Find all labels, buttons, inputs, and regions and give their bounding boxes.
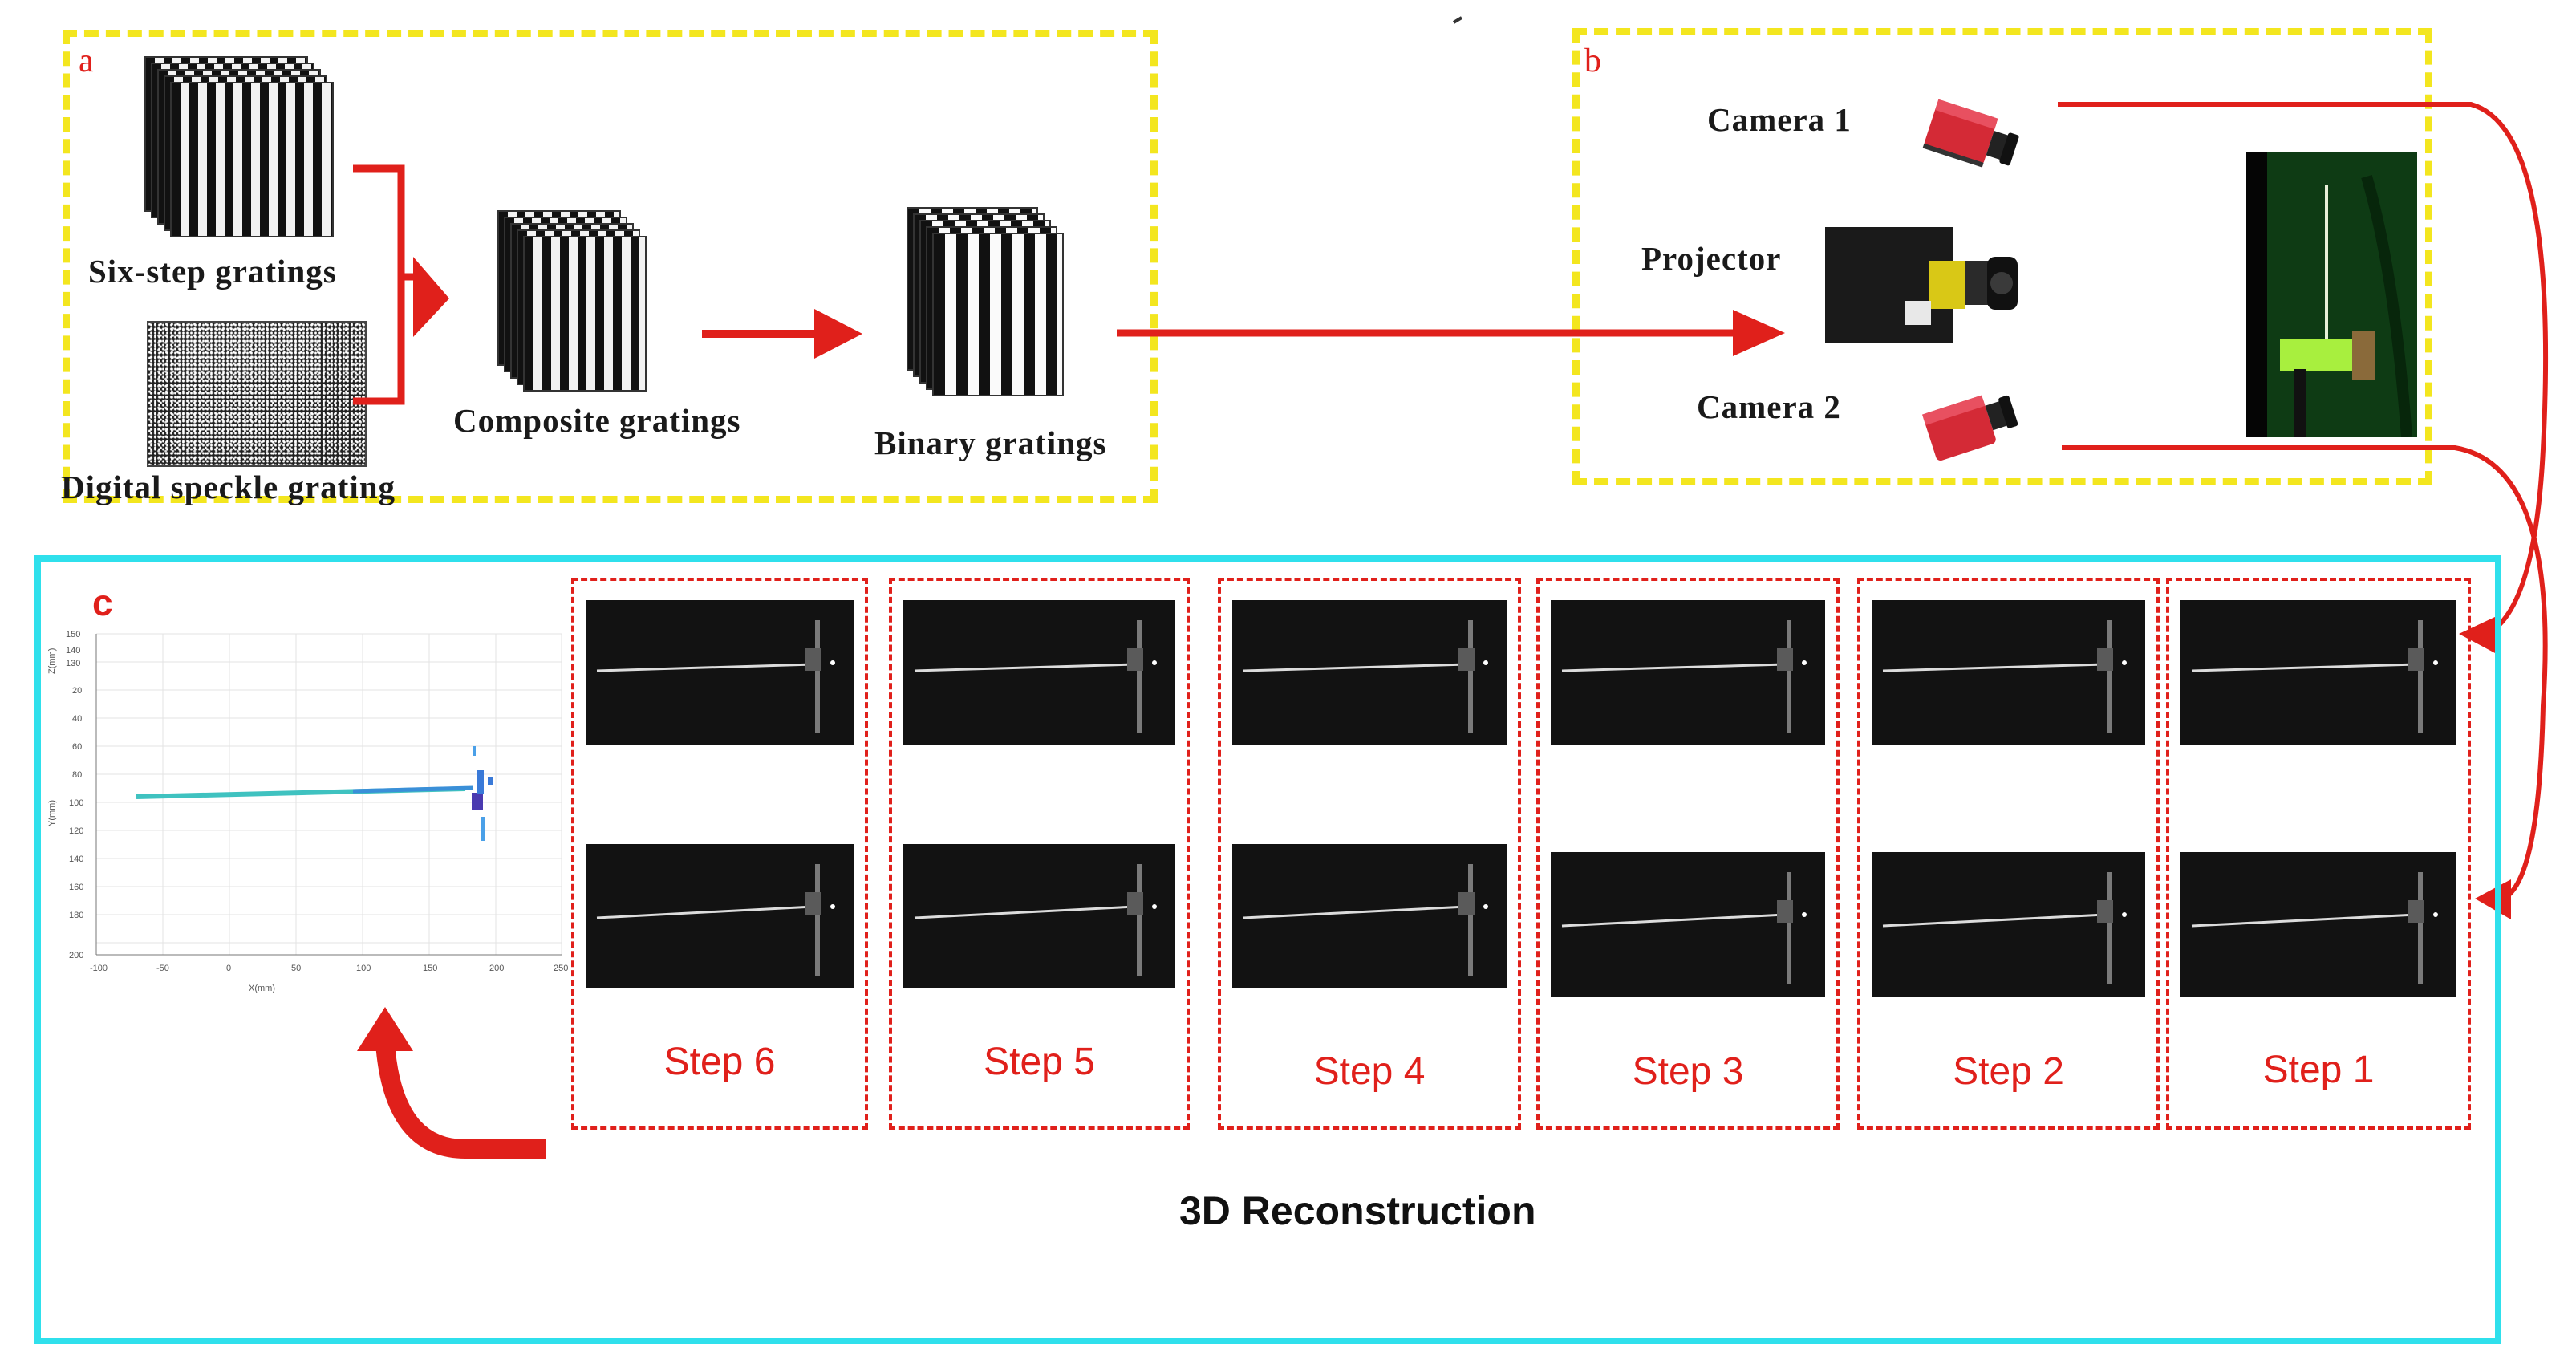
- bracket-arrow-head: [413, 257, 449, 337]
- reconstruction-plot: 150 140 130 20 40 60 80 100 120 140 160 …: [47, 626, 574, 1003]
- panel-b-letter: b: [1584, 43, 1601, 79]
- y-tick: 20: [72, 686, 82, 696]
- x-tick: 250: [554, 964, 568, 973]
- x-tick: 50: [291, 964, 301, 973]
- step-label: Step 2: [1953, 1050, 2064, 1093]
- camera2-frame: [1551, 852, 1825, 997]
- x-tick: 150: [423, 964, 437, 973]
- y-tick: 100: [69, 798, 83, 808]
- step-label: Step 3: [1632, 1050, 1744, 1093]
- y-tick: 130: [66, 659, 80, 668]
- camera1-label: Camera 1: [1707, 101, 1852, 138]
- x-tick: 100: [356, 964, 371, 973]
- binary-gratings-stack: [907, 207, 1083, 416]
- z-axis-label: Z(mm): [48, 648, 57, 674]
- step-box: [889, 578, 1190, 1130]
- y-tick: 40: [72, 714, 82, 724]
- y-tick: 180: [69, 911, 83, 920]
- to-projector-arrow-head: [1733, 310, 1785, 356]
- composite-gratings-label: Composite gratings: [453, 402, 741, 439]
- camera2-label: Camera 2: [1697, 388, 1841, 425]
- y-tick: 140: [69, 854, 83, 864]
- step-label: Step 1: [2262, 1049, 2375, 1091]
- x-tick: -50: [156, 964, 169, 973]
- step-box: [2166, 578, 2471, 1130]
- camera1-frame: [1872, 600, 2145, 745]
- step-label: Step 4: [1313, 1050, 1426, 1093]
- y-tick: 150: [66, 630, 80, 639]
- step-box: [1218, 578, 1521, 1130]
- composite-gratings-stack: [497, 210, 658, 403]
- y-tick: 160: [69, 883, 83, 892]
- y-tick: 80: [72, 770, 82, 780]
- binary-gratings-label: Binary gratings: [874, 424, 1107, 461]
- camera1-frame: [1551, 600, 1825, 745]
- step-box: [1536, 578, 1840, 1130]
- x-tick: 0: [226, 964, 231, 973]
- step-label: Step 5: [984, 1041, 1095, 1083]
- camera2-device: [1921, 381, 2026, 469]
- y-tick: 60: [72, 742, 82, 752]
- six-step-gratings-label: Six-step gratings: [88, 253, 337, 290]
- panel-a-letter: a: [79, 43, 94, 79]
- panel-a-frame: [63, 30, 1158, 503]
- camera2-frame: [903, 844, 1175, 988]
- y-tick: 140: [66, 646, 80, 656]
- specimen-photo: [2246, 152, 2417, 438]
- projector-label: Projector: [1641, 240, 1782, 277]
- step-label: Step 6: [663, 1041, 776, 1083]
- six-step-gratings-stack: [144, 56, 337, 241]
- digital-speckle-label: Digital speckle grating: [61, 469, 396, 505]
- reconstruction-title: 3D Reconstruction: [1179, 1188, 1536, 1233]
- x-tick: 200: [489, 964, 504, 973]
- camera1-frame: [2180, 600, 2456, 745]
- composite-to-binary-arrow-head: [814, 309, 862, 359]
- camera1-device: [1921, 95, 2026, 183]
- camera2-frame: [2180, 852, 2456, 997]
- digital-speckle-image: [147, 321, 367, 467]
- camera2-frame: [1872, 852, 2145, 997]
- camera1-frame: [586, 600, 854, 745]
- panel-c-letter: c: [92, 582, 113, 623]
- camera1-frame: [903, 600, 1175, 745]
- y-tick: 120: [69, 826, 83, 836]
- x-axis-label: X(mm): [249, 984, 275, 993]
- camera2-frame: [1232, 844, 1507, 988]
- step-box: [1857, 578, 2160, 1130]
- panel-b-frame: [1572, 28, 2432, 485]
- y-axis-label: Y(mm): [48, 800, 57, 826]
- y-tick: 200: [69, 951, 83, 960]
- step-box: [571, 578, 868, 1130]
- camera2-frame: [586, 844, 854, 988]
- x-tick: -100: [90, 964, 108, 973]
- projector-device: [1817, 221, 2034, 349]
- camera1-frame: [1232, 600, 1507, 745]
- panel-c-frame: [34, 555, 2501, 1344]
